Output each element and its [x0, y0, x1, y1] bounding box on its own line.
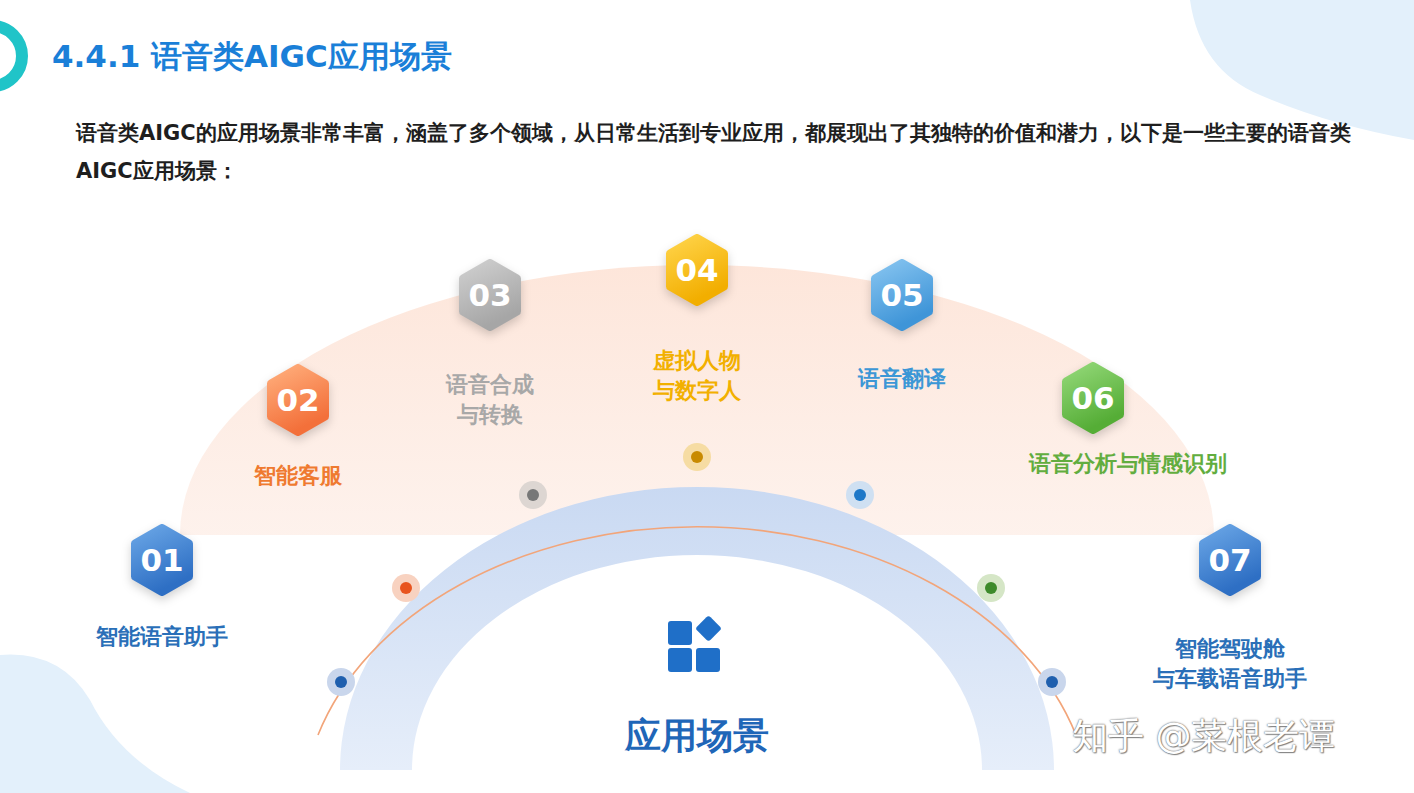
arch-band: 应用场景 — [330, 480, 1064, 793]
hexagon-node: 01智能语音助手 — [129, 523, 195, 597]
callout-number: 04 — [664, 233, 730, 307]
icon-diamond — [695, 615, 722, 642]
orbit-dots — [327, 443, 1066, 696]
hexagon-node: 04虚拟人物 与数字人 — [664, 233, 730, 307]
scenario-label: 语音翻译 — [812, 364, 992, 394]
scenario-label: 智能客服 — [208, 461, 388, 491]
callout-number: 06 — [1060, 361, 1126, 435]
hexagon-node: 06语音分析与情感识别 — [1060, 361, 1126, 435]
hexagon-node: 03语音合成 与转换 — [457, 258, 523, 332]
scenario-label: 语音分析与情感识别 — [988, 449, 1268, 479]
scenario-label: 虚拟人物 与数字人 — [617, 346, 777, 406]
callout-number: 05 — [869, 258, 935, 332]
corner-blob — [0, 655, 190, 793]
callout-number: 07 — [1197, 523, 1263, 597]
icon-square — [668, 621, 692, 645]
hexagon-node: 02智能客服 — [265, 363, 331, 437]
scenario-label: 语音合成 与转换 — [410, 370, 570, 430]
page-title: 4.4.1 语音类AIGC应用场景 — [52, 36, 452, 78]
watermark: 知乎 @菜根老谭 — [1072, 712, 1335, 761]
scenario-label: 智能驾驶舱 与车载语音助手 — [1120, 634, 1340, 694]
callout-number: 03 — [457, 258, 523, 332]
hexagon-node: 05语音翻译 — [869, 258, 935, 332]
orbit-arc — [318, 527, 1076, 735]
center-title: 应用场景 — [330, 712, 1064, 761]
callout-number: 01 — [129, 523, 195, 597]
hexagon-node: 07智能驾驶舱 与车载语音助手 — [1197, 523, 1263, 597]
title-ring — [0, 26, 22, 86]
icon-square — [668, 648, 692, 672]
callout-number: 02 — [265, 363, 331, 437]
intro-paragraph: 语音类AIGC的应用场景非常丰富，涵盖了多个领域，从日常生活到专业应用，都展现出… — [76, 114, 1372, 190]
icon-square — [696, 648, 720, 672]
corner-blob — [1190, 0, 1414, 140]
scenario-label: 智能语音助手 — [62, 622, 262, 652]
app-icon — [668, 615, 722, 672]
